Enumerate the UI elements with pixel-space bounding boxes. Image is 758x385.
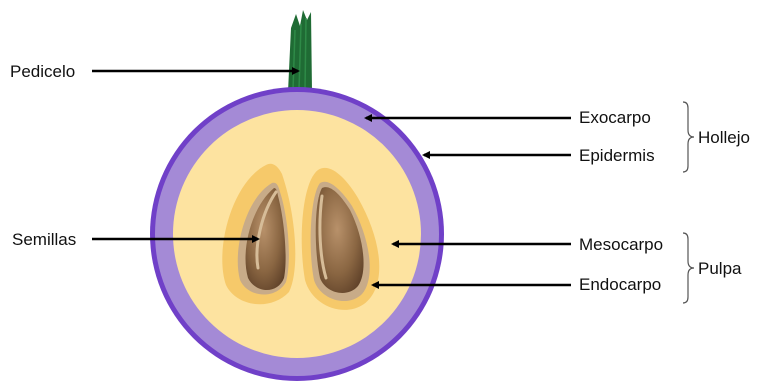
- bracket-pulpa: [683, 233, 694, 303]
- label-exocarpo: Exocarpo: [579, 108, 651, 127]
- label-pedicelo: Pedicelo: [10, 62, 75, 81]
- pedicelo-stem: [288, 10, 312, 92]
- label-mesocarpo: Mesocarpo: [579, 235, 663, 254]
- label-pulpa: Pulpa: [698, 259, 742, 278]
- label-semillas: Semillas: [12, 230, 76, 249]
- label-hollejo: Hollejo: [698, 128, 750, 147]
- bracket-hollejo: [683, 102, 694, 172]
- label-epidermis: Epidermis: [579, 146, 655, 165]
- mesocarpo-layer: [173, 110, 421, 358]
- label-endocarpo: Endocarpo: [579, 275, 661, 294]
